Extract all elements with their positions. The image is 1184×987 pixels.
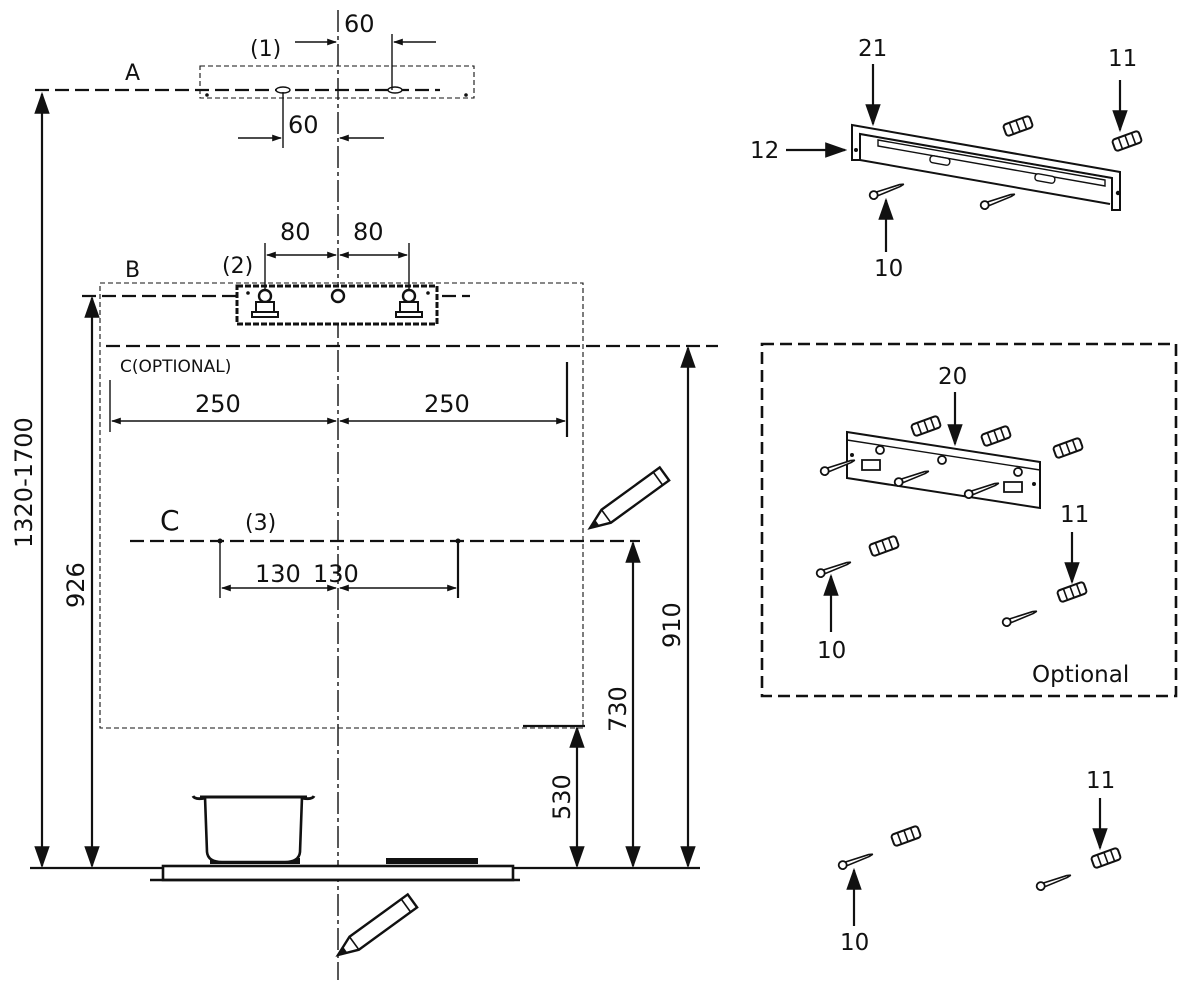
dim-926: 926 bbox=[62, 562, 90, 608]
label-c-optional: C(OPTIONAL) bbox=[120, 357, 231, 377]
bracket-a-outline bbox=[199, 65, 475, 99]
hole-a-corner bbox=[464, 93, 468, 97]
part-21: 21 bbox=[858, 36, 887, 62]
screw-icon-5 bbox=[963, 482, 1000, 500]
screw-icon-2 bbox=[979, 193, 1016, 211]
wall-plug-icon-8 bbox=[890, 825, 922, 847]
pencil-icon bbox=[587, 465, 671, 530]
label-c: C bbox=[160, 504, 180, 537]
wall-plug-icon-3 bbox=[910, 415, 942, 437]
part-11-mid: 11 bbox=[1060, 502, 1089, 528]
hole-a-right bbox=[387, 86, 403, 94]
screw-icon-3 bbox=[819, 459, 856, 477]
dim-250-right: 250 bbox=[424, 390, 470, 418]
label-p3: (3) bbox=[245, 511, 276, 536]
part-11-bottom: 11 bbox=[1086, 768, 1115, 794]
dim-910: 910 bbox=[658, 602, 686, 648]
part-12: 12 bbox=[750, 138, 779, 164]
wall-plug-icon-6 bbox=[868, 535, 900, 557]
wall-plug-icon-2 bbox=[1111, 130, 1143, 152]
pencil-icon-lower bbox=[335, 892, 419, 957]
label-optional: Optional bbox=[1032, 662, 1129, 688]
optional-box bbox=[760, 342, 1178, 698]
dim-80-right: 80 bbox=[353, 218, 384, 246]
bracket-21 bbox=[851, 123, 1121, 211]
wall-plug-icon-7 bbox=[1056, 581, 1088, 603]
screw-icon-7 bbox=[1001, 610, 1038, 628]
screw-icon-8 bbox=[837, 853, 874, 871]
dim-1320-1700: 1320-1700 bbox=[10, 417, 38, 548]
dim-80-left: 80 bbox=[280, 218, 311, 246]
label-p1: (1) bbox=[250, 37, 281, 62]
screw-icon-4 bbox=[893, 470, 930, 488]
cooking-pot-icon bbox=[191, 795, 316, 864]
dim-530: 530 bbox=[548, 774, 576, 820]
dim-130-right: 130 bbox=[313, 560, 359, 588]
label-a: A bbox=[125, 61, 140, 86]
dim-730: 730 bbox=[604, 686, 632, 732]
screw-icon bbox=[868, 183, 905, 201]
dim-130-left: 130 bbox=[255, 560, 301, 588]
label-p2: (2) bbox=[222, 254, 253, 279]
bracket-20 bbox=[846, 430, 1041, 510]
part-10-bottom: 10 bbox=[840, 930, 869, 956]
wall-plug-icon-4 bbox=[980, 425, 1012, 447]
label-b: B bbox=[125, 258, 140, 283]
screw-icon-6 bbox=[815, 561, 852, 579]
wall-plug-icon bbox=[1002, 115, 1034, 137]
part-11-top: 11 bbox=[1108, 46, 1137, 72]
dim-60-top: 60 bbox=[344, 10, 375, 38]
dim-250-left: 250 bbox=[195, 390, 241, 418]
part-10-mid: 10 bbox=[817, 638, 846, 664]
hob bbox=[150, 858, 520, 882]
part-10-top: 10 bbox=[874, 256, 903, 282]
dim-60-bottom: 60 bbox=[288, 111, 319, 139]
part-20: 20 bbox=[938, 364, 967, 390]
screw-icon-9 bbox=[1035, 874, 1072, 892]
hole-a-corner-left bbox=[205, 93, 209, 97]
hood-b-outline bbox=[99, 282, 584, 729]
bracket-b bbox=[235, 284, 439, 326]
wall-plug-icon-5 bbox=[1052, 437, 1084, 459]
wall-plug-icon-9 bbox=[1090, 847, 1122, 869]
